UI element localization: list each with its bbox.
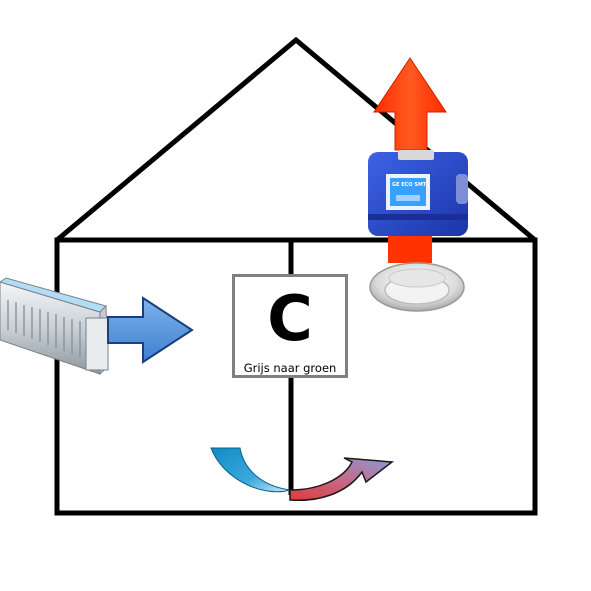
svg-text:GE ECO SMT: GE ECO SMT — [392, 182, 427, 188]
ventilation-class-letter: C — [267, 282, 313, 355]
exhaust-valve-icon — [369, 262, 465, 312]
mechanical-exhaust-fan-icon: GE ECO SMT — [368, 150, 468, 236]
air-flow-icon — [210, 447, 394, 502]
window-vent-grille-icon — [0, 277, 109, 376]
ventilation-class-box: C Grijs naar groen — [232, 274, 348, 378]
inlet-arrow-icon — [107, 296, 194, 364]
ventilation-class-caption: Grijs naar groen — [243, 361, 337, 375]
